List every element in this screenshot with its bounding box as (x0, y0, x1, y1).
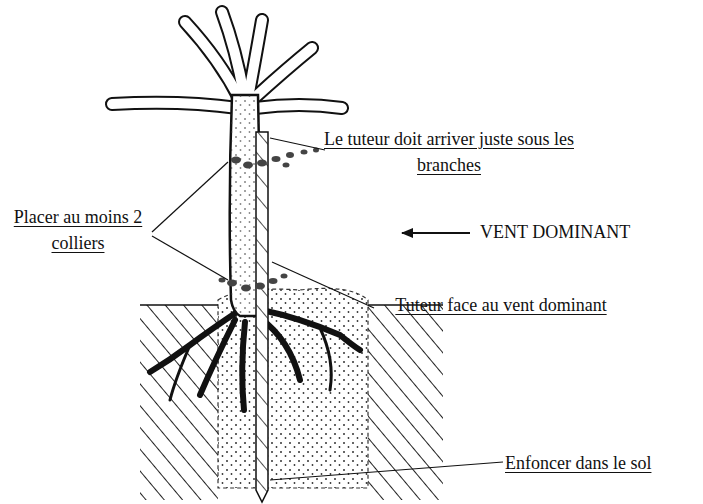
wind-label: VENT DOMINANT (480, 219, 680, 245)
planting-hole (218, 288, 368, 488)
collar (219, 274, 288, 292)
stake-depth-note: Enfoncer dans le sol (505, 450, 699, 476)
ground-line (140, 304, 218, 306)
planting-hole-soil (218, 288, 368, 488)
stake-position-note: Tuteur face au vent dominant (376, 292, 626, 318)
branches (112, 12, 342, 108)
stake-height-note: Le tuteur doit arriver juste sous les br… (318, 126, 580, 178)
stake-shading (256, 132, 268, 502)
collar-note: Placer au moins 2 colliers (4, 204, 152, 256)
stake (256, 132, 268, 502)
collar (231, 148, 319, 169)
roots (150, 310, 360, 410)
wind-arrow (402, 232, 470, 234)
ground-hatching (368, 305, 443, 500)
